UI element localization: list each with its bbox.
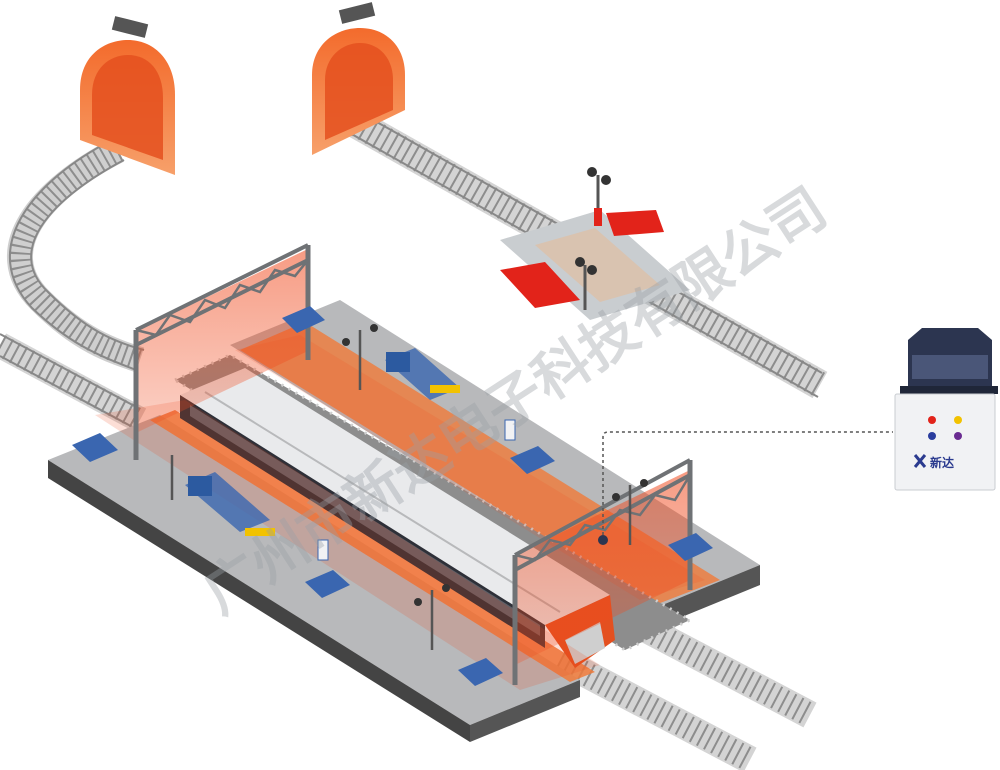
info-kiosk xyxy=(317,539,329,561)
lamp-post-icon xyxy=(414,584,450,650)
status-led-yellow xyxy=(954,416,962,424)
curved-track-left xyxy=(7,138,145,373)
turnstile-icon xyxy=(385,348,460,400)
signal-light-icon xyxy=(575,257,597,310)
laser-floor-zone xyxy=(235,335,705,600)
signal-light-icon xyxy=(587,167,611,226)
turnstile-icon xyxy=(185,472,275,536)
bench-icon xyxy=(72,433,118,462)
bench-icon xyxy=(510,446,555,474)
truss-gantry xyxy=(512,458,693,685)
track-lower-left xyxy=(0,333,147,432)
level-crossing xyxy=(500,167,690,320)
bench-icon xyxy=(668,533,713,561)
near-platform-edge xyxy=(150,410,595,682)
laser-scan-plane xyxy=(515,470,690,665)
tunnel-left xyxy=(80,16,175,175)
bench-icon xyxy=(282,306,325,333)
tunnel-sign xyxy=(111,16,149,38)
crossing-red-mat xyxy=(500,262,580,308)
station-platform xyxy=(48,243,760,742)
status-led-blue xyxy=(928,432,936,440)
status-led-purple xyxy=(954,432,962,440)
xinda-logo: 新达 xyxy=(913,454,954,470)
laser-scan-plane xyxy=(138,248,310,432)
truss-gantry xyxy=(133,243,311,460)
bench-icon xyxy=(305,570,350,598)
near-platform xyxy=(48,415,580,725)
status-led-red xyxy=(928,416,936,424)
lamp-post-icon xyxy=(342,324,378,390)
train-icon xyxy=(180,368,615,668)
info-kiosk xyxy=(504,419,516,441)
tunnel-right xyxy=(312,2,405,155)
mounted-sensor xyxy=(598,535,608,545)
logo-text: 新达 xyxy=(930,455,954,470)
lamp-post-icon xyxy=(612,479,648,545)
scanner-connection-line xyxy=(602,431,893,535)
laser-floor-zone xyxy=(95,400,600,690)
laser-scanner-icon: 新达 xyxy=(894,328,998,491)
tunnel-sign xyxy=(338,2,376,24)
bench-icon xyxy=(458,658,503,686)
crossing-red-mat xyxy=(606,210,664,236)
